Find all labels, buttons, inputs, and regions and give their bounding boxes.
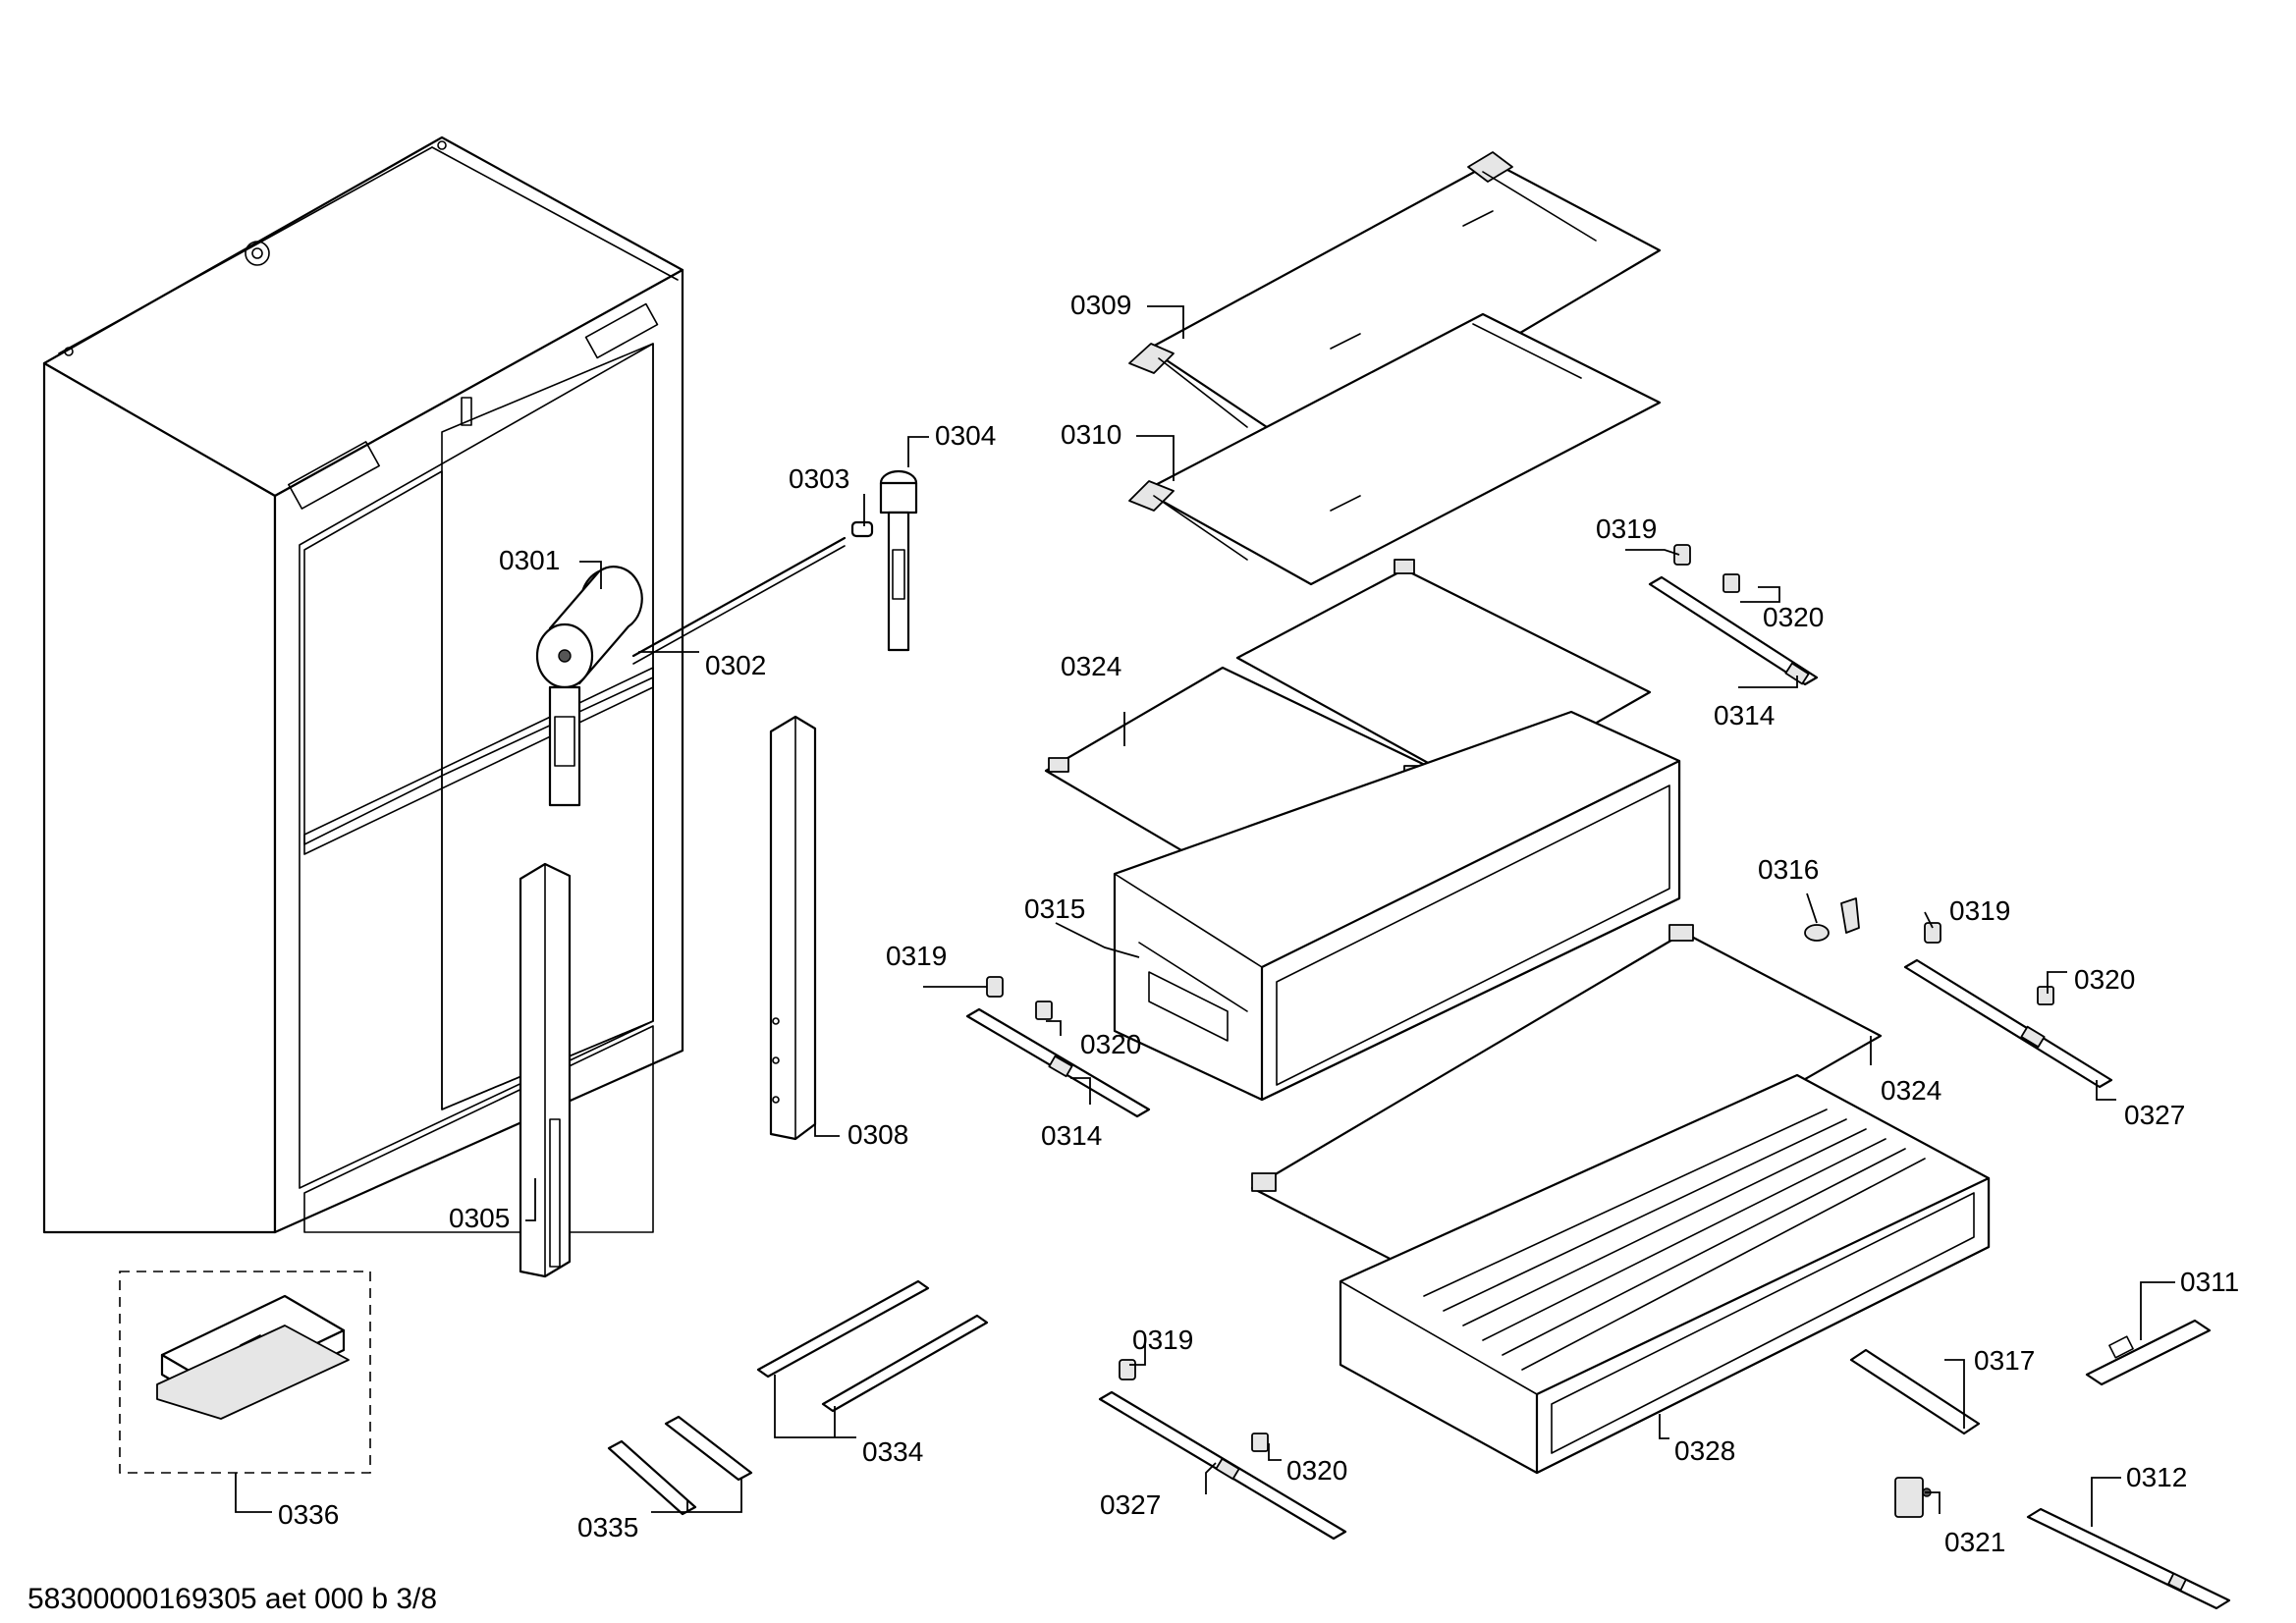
label-0324-upper: 0324 [1061,651,1121,681]
label-0302: 0302 [705,650,766,680]
slide-rail-0314-upper [1648,575,1819,686]
label-0312: 0312 [2126,1462,2187,1492]
control-module-0336 [156,1294,350,1420]
hinge-upper-assembly [879,469,918,652]
callout-labels: 0301 0302 0303 0304 0305 0308 0309 0310 … [278,290,2239,1557]
label-0328: 0328 [1674,1435,1735,1466]
label-0320-d: 0320 [1286,1455,1347,1486]
strip-0317 [1849,1348,1981,1435]
clip-0319-c [1924,922,1941,944]
label-0321: 0321 [1944,1527,2005,1557]
label-0305: 0305 [449,1203,510,1233]
cover-strip-0311 [2085,1319,2212,1386]
drawer-ribs [1423,1109,1926,1371]
label-0314-upper: 0314 [1714,700,1775,730]
clip-0320-b [1035,1001,1053,1020]
clip-0320-c [2037,986,2054,1005]
seal-strip-0334 [756,1279,989,1413]
leader-lines [235,305,2175,1527]
clip-0320-a [1722,573,1740,593]
clip-0320-d [1251,1433,1269,1452]
label-0335: 0335 [577,1512,638,1542]
label-0316: 0316 [1758,854,1819,885]
drawer-cover-lower [1250,924,1883,1288]
label-0320-b: 0320 [1080,1029,1141,1059]
label-0334: 0334 [862,1436,923,1467]
clip-0319-b [986,976,1004,998]
glass-shelf-lower [1128,312,1662,586]
hinge-bracket-0321 [1894,1477,1932,1518]
label-0319-b: 0319 [886,941,947,971]
door-trim-left [519,862,572,1278]
label-0301: 0301 [499,545,560,575]
hinge-bushing [850,520,874,538]
door-trim-right [769,715,817,1141]
hinge-rod [631,536,847,665]
label-0319-c: 0319 [1949,895,2010,926]
label-0309: 0309 [1070,290,1131,320]
clip-0319-d [1119,1359,1136,1380]
label-0327-right: 0327 [2124,1100,2185,1130]
label-0336: 0336 [278,1499,339,1530]
seal-strip-0335 [607,1415,753,1516]
slide-rail-0327-right [1903,958,2113,1089]
label-0304: 0304 [935,420,996,451]
label-0319-d: 0319 [1132,1325,1193,1355]
clip-0319-a [1673,544,1691,566]
label-0303: 0303 [789,463,849,494]
slide-rail-0314-lower [965,1007,1151,1118]
label-0310: 0310 [1061,419,1121,450]
label-0320-c: 0320 [2074,964,2135,995]
label-0327-bottom: 0327 [1100,1489,1161,1520]
label-0315: 0315 [1024,893,1085,924]
label-0320-a: 0320 [1763,602,1824,632]
label-0308: 0308 [847,1119,908,1150]
upper-drawer [1113,710,1681,1102]
slide-rail-0327-bottom [1098,1390,1347,1541]
label-0314-lower: 0314 [1041,1120,1102,1151]
label-0324-lower: 0324 [1881,1075,1941,1106]
dashed-frame-0336 [119,1271,371,1474]
document-id: 58300000169305 aet 000 b 3/8 [27,1583,438,1615]
rail-cover-0312 [2026,1507,2231,1610]
label-0319-a: 0319 [1596,514,1657,544]
label-0311: 0311 [2180,1267,2239,1297]
hinge-motor-assembly [535,566,643,807]
cap-0316 [1804,897,1860,942]
lower-drawer [1339,1073,1991,1475]
label-0317: 0317 [1974,1345,2035,1376]
glass-shelf-upper [1128,151,1662,459]
cabinet-housing [42,135,684,1234]
